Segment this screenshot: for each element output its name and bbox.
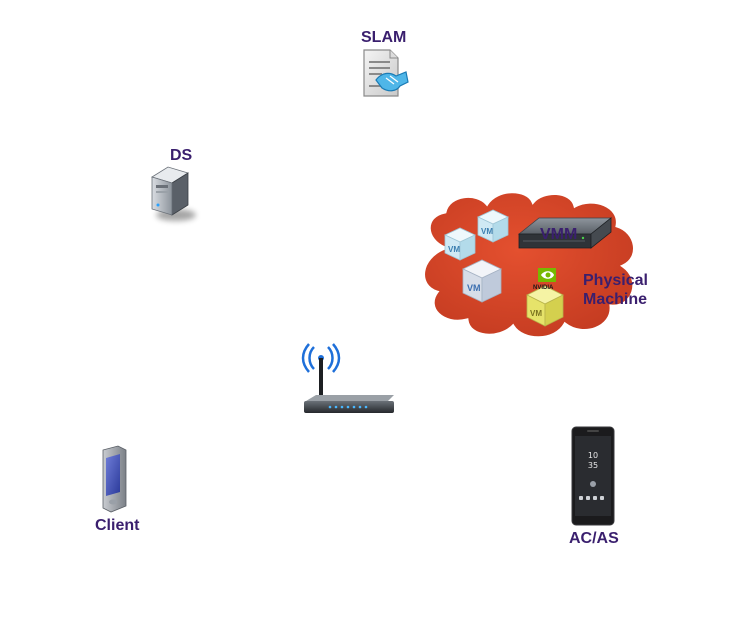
vm-tag: VM xyxy=(448,245,460,254)
client-node xyxy=(100,445,128,513)
vm-cube-icon: VM xyxy=(444,227,476,261)
client-label: Client xyxy=(95,517,140,534)
vmm-label: VMM xyxy=(540,226,578,243)
smartphone-icon: 10 35 xyxy=(571,426,615,526)
physical-machine-label: Physical Machine xyxy=(583,272,648,308)
server-tower-icon xyxy=(151,166,196,221)
vm-cube-gpu: VM xyxy=(525,284,565,328)
nvidia-node: NVIDIA xyxy=(532,267,566,291)
vm-cube-1: VM xyxy=(443,226,477,262)
vm-tag: VM xyxy=(481,227,493,236)
vm-cube-icon: VM xyxy=(477,209,509,243)
phone-hour: 10 xyxy=(588,451,598,460)
acas-node: 10 35 xyxy=(571,426,615,526)
vm-cube-3: VM xyxy=(461,258,503,304)
nvidia-gpu-icon: NVIDIA xyxy=(533,268,556,291)
slam-label: SLAM xyxy=(361,29,407,46)
pda-device-icon xyxy=(102,445,127,513)
router-node xyxy=(301,343,398,419)
ds-node xyxy=(148,165,196,223)
vm-cube-icon: VM xyxy=(462,259,502,303)
nvidia-text: NVIDIA xyxy=(533,285,554,291)
wifi-router-icon xyxy=(301,343,394,413)
acas-label: AC/AS xyxy=(569,530,619,547)
vm-tag: VM xyxy=(530,309,542,318)
vm-cube-icon: VM xyxy=(526,285,564,327)
ds-label: DS xyxy=(170,147,193,164)
rack-server-icon xyxy=(517,217,613,249)
slam-node xyxy=(360,48,410,100)
phone-minute: 35 xyxy=(588,461,598,470)
document-handshake-icon xyxy=(363,49,409,97)
vm-cube-2: VM xyxy=(476,208,510,244)
vmm-node xyxy=(517,214,613,254)
vm-tag: VM xyxy=(467,283,481,293)
